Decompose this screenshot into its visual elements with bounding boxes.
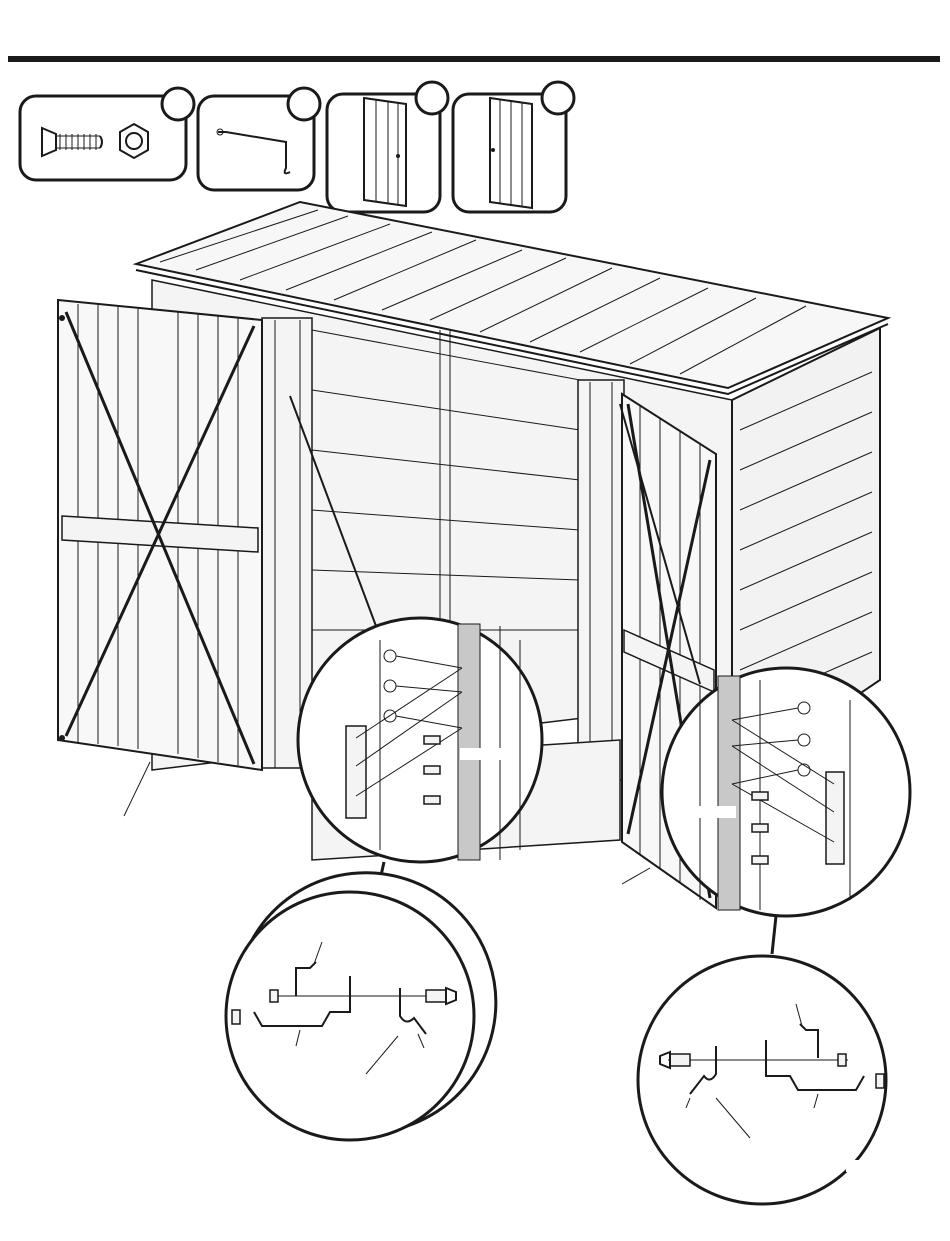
- part-number-badge: [542, 82, 574, 114]
- part-card-right-door: [453, 82, 574, 212]
- part-number-badge: [416, 82, 448, 114]
- hinge-pin: [59, 735, 65, 741]
- left-door: [58, 300, 262, 770]
- leader-left-door: [124, 762, 150, 816]
- hinge-pin: [59, 315, 65, 321]
- right-hinge-detail: [662, 668, 910, 916]
- part-card-screw-nut: [20, 88, 194, 180]
- parts-row: [20, 82, 574, 212]
- left-latch-detail: [226, 873, 496, 1140]
- part-number-badge: [288, 88, 320, 120]
- header-rule: [8, 56, 940, 62]
- left-hinge-detail: [298, 618, 542, 862]
- part-card-latch-rod: [198, 88, 320, 190]
- leader-right-latch: [772, 916, 776, 954]
- part-card-left-door: [327, 82, 448, 212]
- right-latch-detail: [638, 956, 886, 1204]
- leader-right-door: [622, 868, 650, 884]
- part-number-badge: [162, 88, 194, 120]
